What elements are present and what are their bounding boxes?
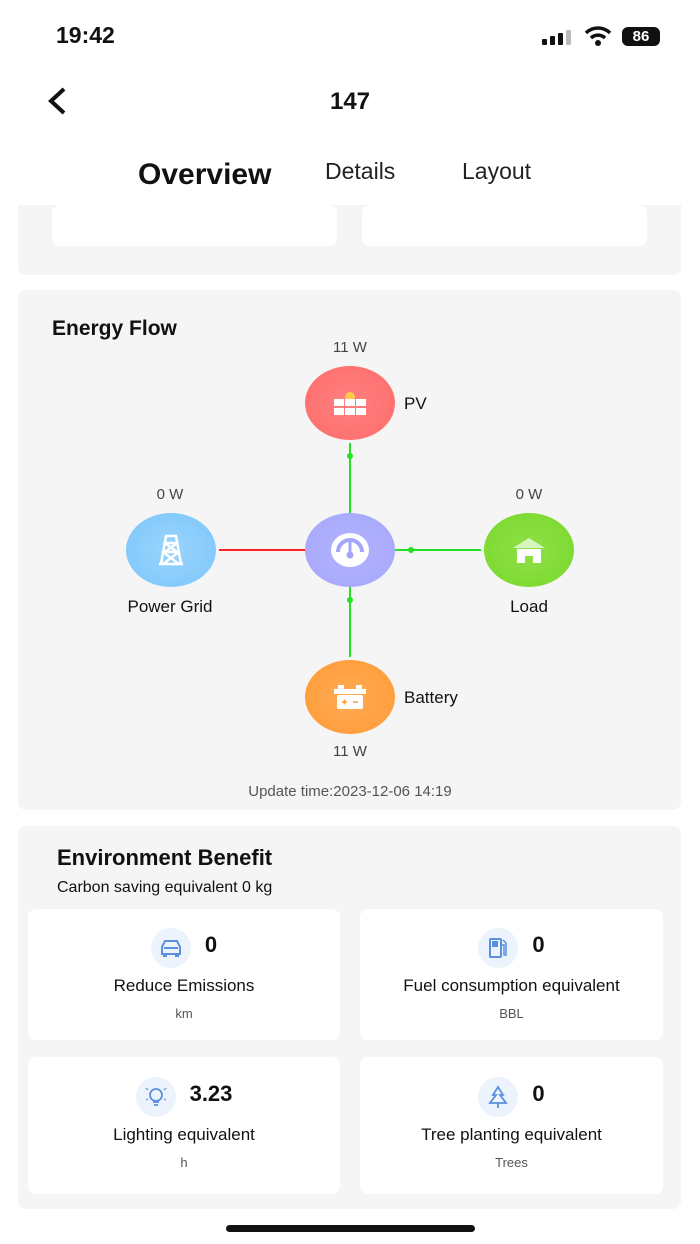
tree-name: Tree planting equivalent	[421, 1125, 602, 1144]
tab-details[interactable]: Details	[325, 158, 396, 184]
power-tower-icon	[159, 534, 183, 566]
lighting-unit: h	[180, 1155, 188, 1170]
emissions-value: 0	[204, 932, 218, 958]
lighting-value: 3.23	[189, 1081, 233, 1107]
gauge-icon	[331, 533, 369, 567]
cellular-signal-icon	[542, 30, 571, 45]
pv-node[interactable]	[305, 366, 395, 440]
load-flow-dot	[408, 547, 414, 553]
battery-label: Battery	[404, 688, 458, 707]
tree-value: 0	[532, 1081, 545, 1107]
pv-flow-dot	[347, 453, 353, 459]
home-indicator[interactable]	[226, 1225, 475, 1232]
fuel-value: 0	[532, 932, 545, 958]
fuel-pump-icon	[478, 928, 519, 968]
battery-value: 11 W	[333, 743, 367, 760]
summary-card	[52, 205, 337, 246]
grid-label: Power Grid	[127, 597, 213, 616]
wifi-icon	[584, 26, 612, 46]
tree-unit: Trees	[495, 1155, 528, 1170]
load-value: 0 W	[515, 486, 543, 503]
battery-indicator: 86	[622, 27, 660, 46]
lighting-card: 3.23 Lighting equivalent h	[28, 1057, 340, 1194]
emissions-name: Reduce Emissions	[113, 976, 255, 995]
emissions-unit: km	[175, 1006, 193, 1021]
battery-flow-dot	[347, 597, 353, 603]
load-node[interactable]	[484, 513, 574, 587]
pv-value: 11 W	[333, 339, 367, 356]
battery-icon	[334, 685, 366, 709]
summary-panel	[18, 205, 681, 275]
energy-flow-title: Energy Flow	[52, 317, 177, 340]
tree-icon	[478, 1077, 519, 1117]
fuel-name: Fuel consumption equivalent	[403, 976, 620, 995]
reduce-emissions-card: 0 Reduce Emissions km	[28, 909, 340, 1040]
inverter-node[interactable]	[305, 513, 395, 587]
back-arrow-icon[interactable]	[46, 86, 68, 116]
solar-panel-icon	[334, 392, 366, 415]
house-icon	[513, 538, 545, 563]
fuel-unit: BBL	[499, 1006, 524, 1021]
update-time: Update time:2023-12-06 14:19	[248, 783, 452, 800]
carbon-saving-text: Carbon saving equivalent 0 kg	[57, 879, 273, 896]
fuel-card: 0 Fuel consumption equivalent BBL	[360, 909, 663, 1040]
summary-card	[362, 205, 647, 246]
pv-label: PV	[404, 394, 427, 413]
grid-value: 0 W	[156, 486, 184, 503]
tab-overview[interactable]: Overview	[138, 158, 272, 191]
grid-node[interactable]	[126, 513, 216, 587]
environment-title: Environment Benefit	[57, 845, 273, 870]
status-time: 19:42	[56, 22, 115, 48]
tab-layout[interactable]: Layout	[462, 158, 532, 184]
tree-card: 0 Tree planting equivalent Trees	[360, 1057, 663, 1194]
battery-node[interactable]	[305, 660, 395, 734]
lighting-name: Lighting equivalent	[113, 1125, 255, 1144]
light-bulb-icon	[135, 1077, 176, 1117]
page-title: 147	[329, 88, 371, 115]
car-icon	[150, 928, 191, 968]
load-label: Load	[510, 597, 548, 616]
